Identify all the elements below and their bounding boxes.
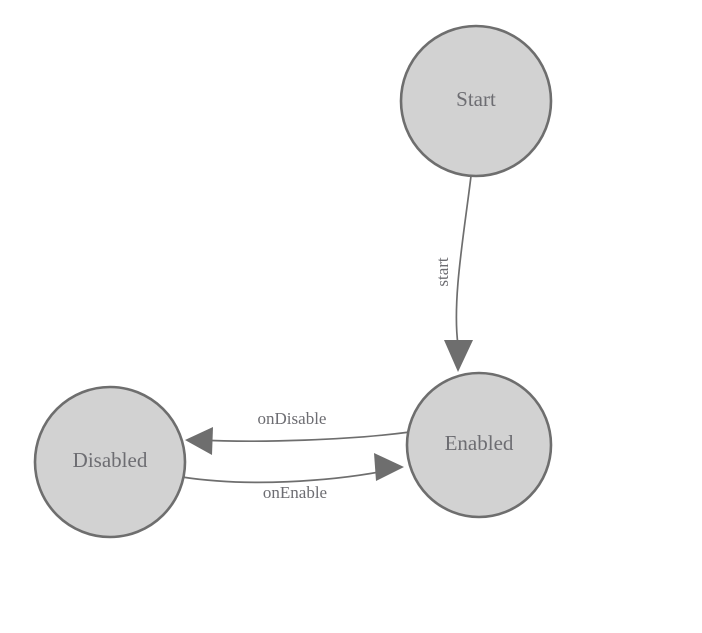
edge-group: start onDisable onEnable (181, 175, 473, 502)
state-node-enabled-circle[interactable] (405, 371, 553, 519)
state-node-disabled[interactable]: Disabled (33, 385, 187, 539)
edge-path-onenable (181, 469, 391, 484)
state-node-enabled[interactable]: Enabled (405, 371, 553, 519)
arrowhead-icon-ondisable (185, 427, 213, 455)
edge-start-to-enabled[interactable]: start (433, 175, 473, 372)
state-node-enabled-label: Enabled (445, 431, 514, 455)
arrowhead-icon-onenable (374, 453, 404, 481)
edge-path-ondisable (198, 431, 411, 442)
edge-disabled-to-enabled[interactable]: onEnable (181, 453, 404, 502)
state-node-start-circle[interactable] (399, 24, 553, 178)
edge-path-start (455, 175, 472, 346)
edge-label-onenable: onEnable (263, 483, 327, 502)
edge-label-start: start (433, 257, 452, 287)
arrowhead-icon-start (444, 340, 473, 372)
node-group: Start Disabled Enabled (33, 24, 553, 539)
state-node-start-label: Start (456, 87, 496, 111)
state-node-start[interactable]: Start (399, 24, 553, 178)
edge-label-ondisable: onDisable (258, 409, 327, 428)
state-node-disabled-circle[interactable] (33, 385, 187, 539)
state-node-disabled-label: Disabled (73, 448, 148, 472)
edge-enabled-to-disabled[interactable]: onDisable (185, 409, 411, 455)
